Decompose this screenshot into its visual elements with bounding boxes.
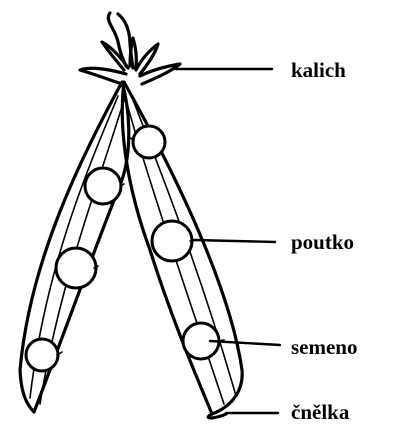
- seed: [26, 339, 58, 371]
- label-style: čnělka: [291, 402, 349, 423]
- seed: [85, 168, 121, 204]
- seed: [56, 248, 96, 288]
- seeds: [26, 126, 219, 371]
- label-calyx: kalich: [291, 60, 346, 81]
- seed: [133, 126, 165, 158]
- label-seed: semeno: [291, 337, 358, 358]
- style-tip: [208, 414, 226, 418]
- label-funicle: poutko: [291, 232, 354, 253]
- seed: [152, 221, 192, 261]
- calyx: [80, 38, 180, 84]
- leader-line-funicle: [194, 240, 275, 242]
